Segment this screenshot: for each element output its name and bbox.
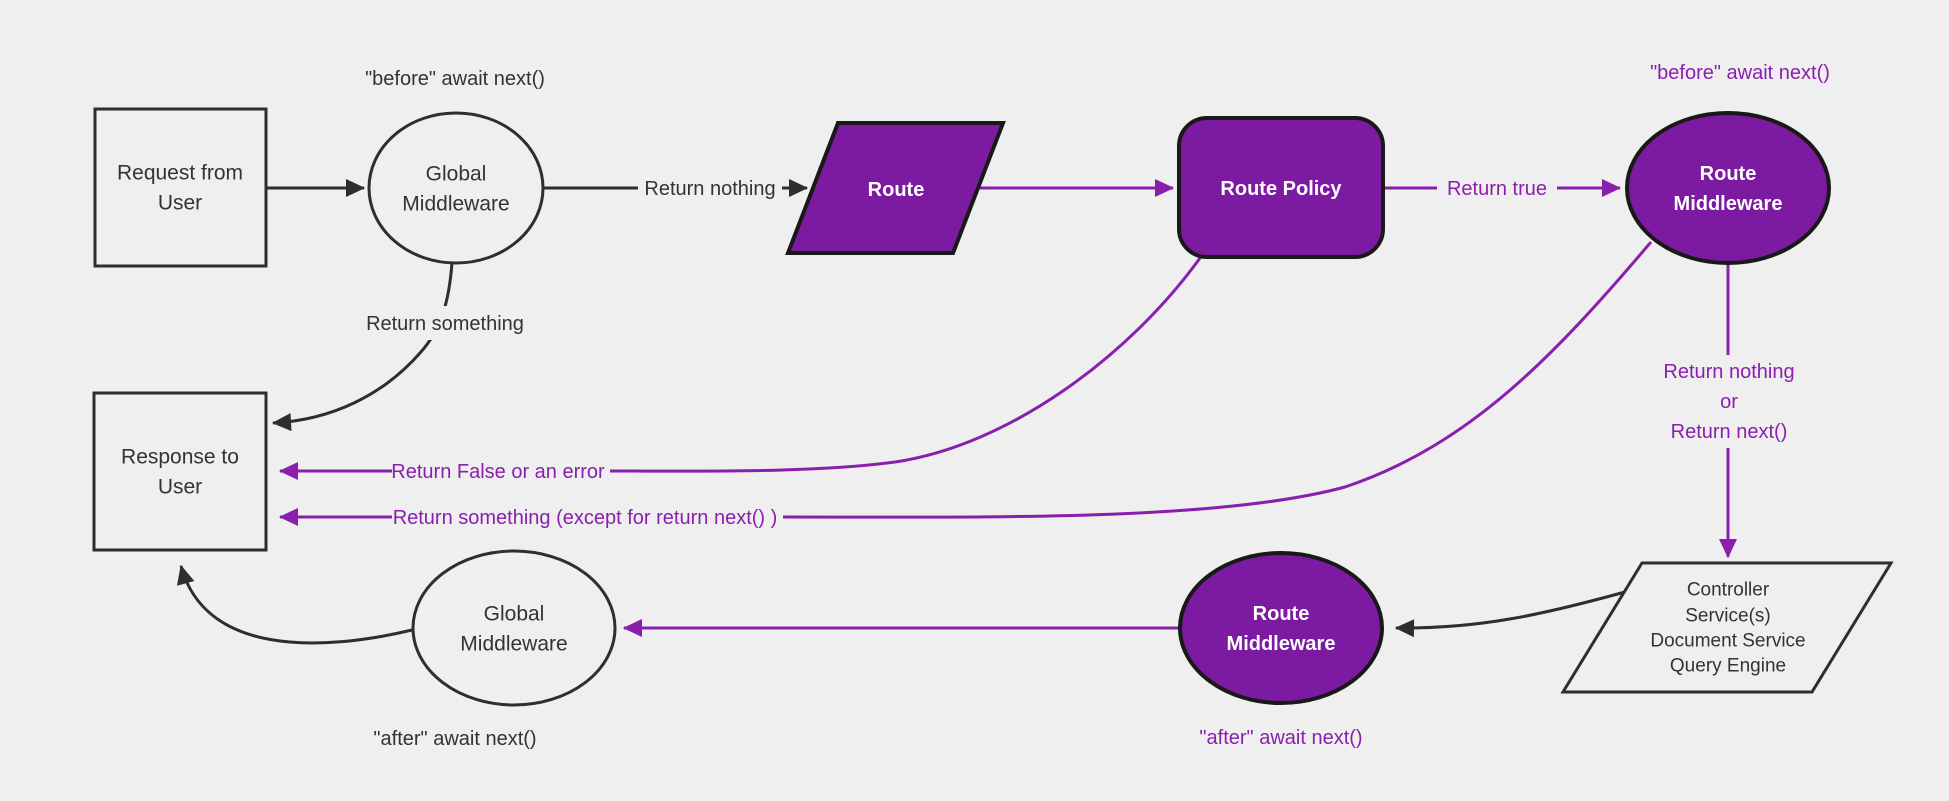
node-global-middleware-top: Global Middleware	[367, 111, 545, 265]
request-from-user-box	[93, 107, 268, 268]
controller-stack-line2: Service(s)	[1685, 606, 1771, 627]
route-middleware-bottom-ellipse	[1178, 551, 1384, 705]
route-label: Route	[868, 179, 925, 201]
edge-global-middleware-to-response	[271, 262, 454, 432]
response-to-user-box	[92, 391, 268, 552]
before-await-next-route-label: "before" await next()	[1650, 62, 1830, 84]
route-policy-box	[1177, 116, 1385, 259]
return-nothing-or-next-line1: Return nothing	[1663, 361, 1794, 383]
return-something-except-label: Return something (except for return next…	[393, 507, 778, 529]
return-true-label: Return true	[1447, 178, 1547, 200]
after-await-next-global-label: "after" await next()	[373, 728, 536, 750]
node-route-middleware-top: Route Middleware	[1625, 111, 1831, 265]
edges: Return nothing Return true Return nothin…	[177, 171, 1814, 645]
request-from-user-line1: Request from	[117, 162, 243, 185]
controller-stack-line3: Document Service	[1650, 631, 1805, 652]
controller-stack-line1: Controller	[1687, 580, 1770, 601]
edge-route-policy-to-response-curve	[609, 257, 1202, 473]
edge-global-middleware-bottom-to-response	[177, 564, 413, 645]
route-middleware-bottom-line2: Middleware	[1227, 633, 1336, 655]
global-middleware-bottom-line2: Middleware	[460, 633, 567, 656]
route-middleware-bottom-line1: Route	[1253, 603, 1310, 625]
return-something-label: Return something	[366, 313, 524, 335]
global-middleware-top-line2: Middleware	[402, 193, 509, 216]
nodes: Request from User Global Middleware "bef…	[92, 62, 1894, 750]
request-from-user-line2: User	[158, 192, 202, 215]
return-nothing-or-next-label-bg	[1644, 355, 1814, 448]
node-request-from-user: Request from User	[93, 107, 268, 268]
global-middleware-bottom-line1: Global	[484, 603, 545, 626]
controller-stack-parallelogram	[1560, 561, 1894, 694]
return-false-or-error-label: Return False or an error	[391, 461, 605, 483]
node-route-middleware-bottom: Route Middleware	[1178, 551, 1384, 705]
edge-controller-to-route-middleware-bottom	[1394, 590, 1626, 638]
return-nothing-or-next-line2: or	[1720, 391, 1738, 413]
before-await-next-global-label: "before" await next()	[365, 68, 545, 90]
global-middleware-top-ellipse	[367, 111, 545, 265]
route-middleware-top-ellipse	[1625, 111, 1831, 265]
return-true-label-bg	[1437, 171, 1557, 205]
route-parallelogram	[785, 121, 1006, 255]
return-nothing-label: Return nothing	[644, 178, 775, 200]
return-something-label-bg	[361, 306, 529, 340]
edge-route-middleware-to-response-curve	[782, 241, 1653, 519]
return-nothing-label-bg	[638, 171, 782, 205]
node-controller-stack: Controller Service(s) Document Service Q…	[1560, 561, 1894, 694]
response-to-user-line2: User	[158, 476, 202, 499]
controller-stack-line4: Query Engine	[1670, 656, 1786, 677]
global-middleware-bottom-ellipse	[411, 549, 617, 707]
node-route-policy: Route Policy	[1177, 116, 1385, 259]
global-middleware-top-line1: Global	[426, 163, 487, 186]
return-nothing-or-next-line3: Return next()	[1671, 421, 1788, 443]
node-global-middleware-bottom: Global Middleware	[411, 549, 617, 707]
route-policy-label: Route Policy	[1220, 178, 1342, 200]
node-route: Route	[785, 121, 1006, 255]
route-middleware-top-line2: Middleware	[1674, 193, 1783, 215]
node-response-to-user: Response to User	[92, 391, 268, 552]
after-await-next-route-label: "after" await next()	[1199, 727, 1362, 749]
response-to-user-line1: Response to	[121, 446, 239, 469]
route-middleware-top-line1: Route	[1700, 163, 1757, 185]
